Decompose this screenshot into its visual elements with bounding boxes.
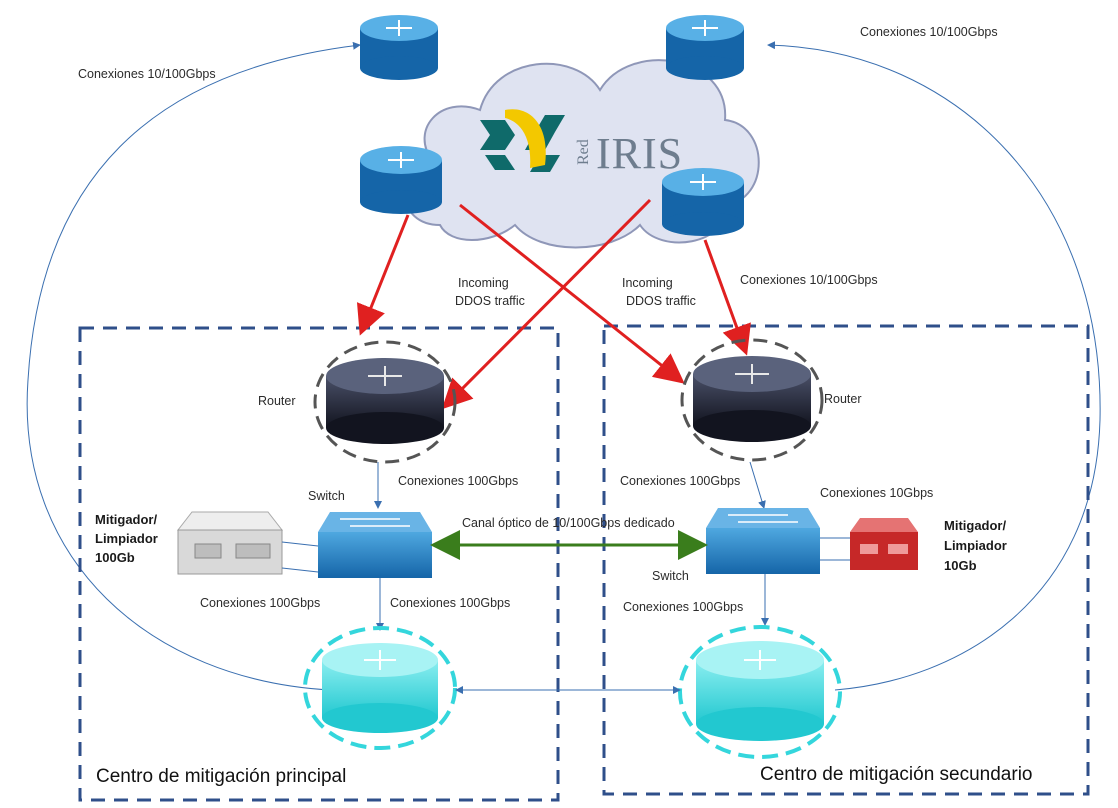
label-mitigator-left-1: Mitigador/ (95, 512, 157, 527)
mitigator-right-icon (850, 518, 918, 570)
label-optical-channel: Canal óptico de 10/100Gbps dedicado (462, 516, 675, 530)
label-incoming-left-2: DDOS traffic (455, 294, 525, 308)
label-conn-100-left-router: Conexiones 100Gbps (398, 474, 518, 488)
label-incoming-right-2: DDOS traffic (626, 294, 696, 308)
dc-router-right-icon (678, 625, 842, 759)
label-conn-100-left-mitigator: Conexiones 100Gbps (200, 596, 320, 610)
ddos-arrow-3 (459, 203, 685, 384)
rediris-name: IRIS (596, 129, 683, 178)
switch-right-icon (706, 508, 820, 574)
label-conn-top-left: Conexiones 10/100Gbps (78, 67, 216, 81)
dc-router-left-icon (303, 626, 457, 750)
core-router-left-icon (313, 340, 457, 464)
label-conn-100-left-core: Conexiones 100Gbps (390, 596, 510, 610)
edge-router-mid-left-icon (360, 146, 442, 214)
switch-left-icon (318, 512, 432, 578)
mitigator-left-icon (176, 511, 284, 575)
outer-link-left (26, 41, 361, 691)
label-mitigator-right-1: Mitigador/ (944, 518, 1006, 533)
label-mitigator-right-2: Limpiador (944, 538, 1007, 553)
label-router-right: Router (824, 392, 862, 406)
outer-link-right (767, 41, 1101, 691)
label-conn-100-right-core: Conexiones 100Gbps (623, 600, 743, 614)
ddos-arrow-2 (441, 198, 652, 410)
edge-router-top-right-icon (666, 15, 744, 80)
link-mitigator-left-1 (281, 541, 319, 547)
label-conn-100-right-router: Conexiones 100Gbps (620, 474, 740, 488)
rediris-logo-icon (480, 109, 565, 172)
link-router-switch-right (749, 461, 766, 509)
label-router-left: Router (258, 394, 296, 408)
rediris-prefix: Red (575, 139, 592, 165)
label-conn-top-right: Conexiones 10/100Gbps (860, 25, 998, 39)
core-router-right-icon (680, 338, 824, 462)
zone-secondary-title: Centro de mitigación secundario (760, 764, 1033, 785)
zone-secondary-box (602, 324, 1090, 796)
label-incoming-left-1: Incoming (458, 276, 509, 290)
label-conn-right-mid: Conexiones 10/100Gbps (740, 273, 878, 287)
label-switch-left: Switch (308, 489, 345, 503)
label-mitigator-right-3: 10Gb (944, 558, 977, 573)
zone-primary-title: Centro de mitigación principal (96, 766, 346, 787)
label-conn-10-right-mitigator: Conexiones 10Gbps (820, 486, 933, 500)
label-incoming-right-1: Incoming (622, 276, 673, 290)
label-mitigator-left-2: Limpiador (95, 531, 158, 546)
label-switch-right: Switch (652, 569, 689, 583)
ddos-arrow-1 (356, 214, 410, 336)
zone-primary-box (78, 326, 560, 802)
ddos-arrow-4 (703, 239, 751, 356)
edge-router-top-left-icon (360, 15, 438, 80)
label-mitigator-left-3: 100Gb (95, 550, 135, 565)
edge-router-mid-right-icon (662, 168, 744, 236)
link-mitigator-left-2 (281, 567, 319, 573)
